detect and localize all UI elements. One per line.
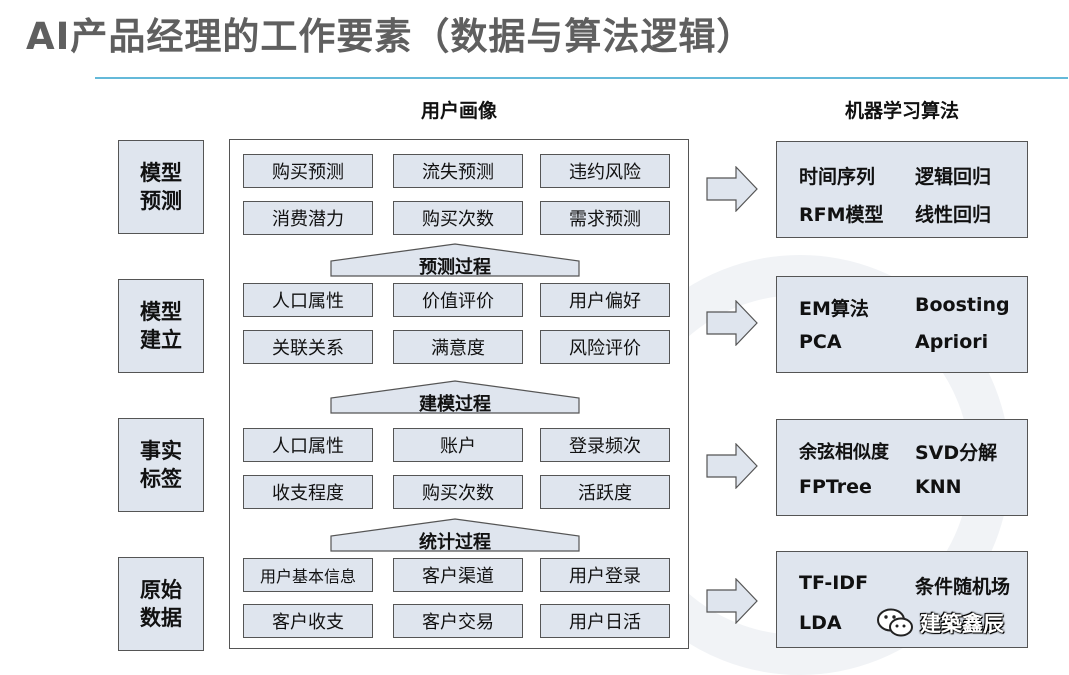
algorithm-item: TF-IDF	[799, 572, 869, 594]
algorithm-item: PCA	[799, 331, 842, 353]
portrait-tag: 人口属性	[243, 283, 373, 317]
process-label: 建模过程	[419, 394, 491, 415]
stage-model-prediction: 模型预测	[118, 140, 204, 234]
algorithm-item: LDA	[799, 612, 842, 634]
algorithm-item: SVD分解	[915, 442, 998, 464]
algorithm-item: 线性回归	[915, 204, 992, 226]
stage-label-line1: 原始	[140, 578, 182, 602]
stage-label-line1: 模型	[140, 161, 182, 185]
portrait-tag: 风险评价	[540, 330, 670, 364]
algorithm-item: FPTree	[799, 476, 872, 498]
portrait-tag: 购买次数	[393, 475, 523, 509]
stage-raw-data: 原始数据	[118, 557, 204, 651]
algorithm-item: EM算法	[799, 298, 869, 320]
wechat-watermark: 建築鑫辰	[876, 605, 1004, 641]
portrait-tag: 用户基本信息	[243, 558, 373, 592]
portrait-tag: 客户收支	[243, 604, 373, 638]
portrait-tag: 关联关系	[243, 330, 373, 364]
stage-model-building: 模型建立	[118, 279, 204, 373]
right-arrow-icon	[706, 300, 758, 346]
algorithm-item: Boosting	[915, 294, 1010, 316]
algorithm-box-prediction: 时间序列 逻辑回归 RFM模型 线性回归	[776, 141, 1028, 238]
portrait-tag: 人口属性	[243, 428, 373, 462]
process-arrow-prediction: 预测过程	[330, 243, 580, 278]
stage-label-line2: 数据	[140, 606, 182, 630]
right-arrow-icon	[706, 578, 758, 624]
stage-label-line1: 事实	[140, 439, 182, 463]
right-arrow-icon	[706, 443, 758, 489]
portrait-tag: 购买预测	[243, 154, 373, 188]
watermark-account-name: 建築鑫辰	[920, 612, 1004, 636]
algorithm-box-raw-data: TF-IDF 条件随机场 LDA	[776, 551, 1028, 648]
algorithm-item: 条件随机场	[915, 576, 1011, 598]
algorithm-box-modeling: EM算法 Boosting PCA Apriori	[776, 276, 1028, 373]
portrait-tag: 用户偏好	[540, 283, 670, 317]
algorithm-item: 时间序列	[799, 166, 876, 188]
algorithm-item: 逻辑回归	[915, 166, 992, 188]
portrait-tag: 用户日活	[540, 604, 670, 638]
wechat-icon	[877, 608, 913, 637]
portrait-tag: 登录频次	[540, 428, 670, 462]
stage-label-line1: 模型	[140, 300, 182, 324]
portrait-tag: 账户	[393, 428, 523, 462]
process-arrow-modeling: 建模过程	[330, 380, 580, 415]
process-label: 统计过程	[419, 532, 491, 553]
portrait-tag: 客户渠道	[393, 558, 523, 592]
user-portrait-header: 用户画像	[420, 100, 497, 122]
user-portrait-panel: 购买预测 流失预测 违约风险 消费潜力 购买次数 需求预测 预测过程 人口属性 …	[229, 139, 689, 649]
algorithm-item: 余弦相似度	[799, 442, 889, 463]
portrait-tag: 流失预测	[393, 154, 523, 188]
portrait-tag: 购买次数	[393, 201, 523, 235]
stage-fact-tags: 事实标签	[118, 418, 204, 512]
portrait-tag: 消费潜力	[243, 201, 373, 235]
right-arrow-icon	[706, 166, 758, 212]
stage-label-line2: 预测	[140, 189, 182, 213]
algorithm-item: RFM模型	[799, 204, 884, 226]
page-title: AI产品经理的工作要素（数据与算法逻辑）	[26, 15, 755, 58]
ml-algorithms-header: 机器学习算法	[844, 100, 959, 122]
portrait-tag: 需求预测	[540, 201, 670, 235]
portrait-tag: 用户登录	[540, 558, 670, 592]
process-label: 预测过程	[419, 257, 491, 278]
portrait-tag: 活跃度	[540, 475, 670, 509]
portrait-tag: 收支程度	[243, 475, 373, 509]
algorithm-item: KNN	[915, 476, 962, 498]
stage-label-line2: 建立	[140, 328, 182, 352]
algorithm-box-tags: 余弦相似度 SVD分解 FPTree KNN	[776, 419, 1028, 516]
portrait-tag: 客户交易	[393, 604, 523, 638]
portrait-tag: 满意度	[393, 330, 523, 364]
process-arrow-statistics: 统计过程	[330, 518, 580, 553]
portrait-tag: 价值评价	[393, 283, 523, 317]
stage-label-line2: 标签	[140, 467, 182, 491]
algorithm-item: Apriori	[915, 331, 989, 353]
title-underline	[95, 77, 1068, 79]
portrait-tag: 违约风险	[540, 154, 670, 188]
